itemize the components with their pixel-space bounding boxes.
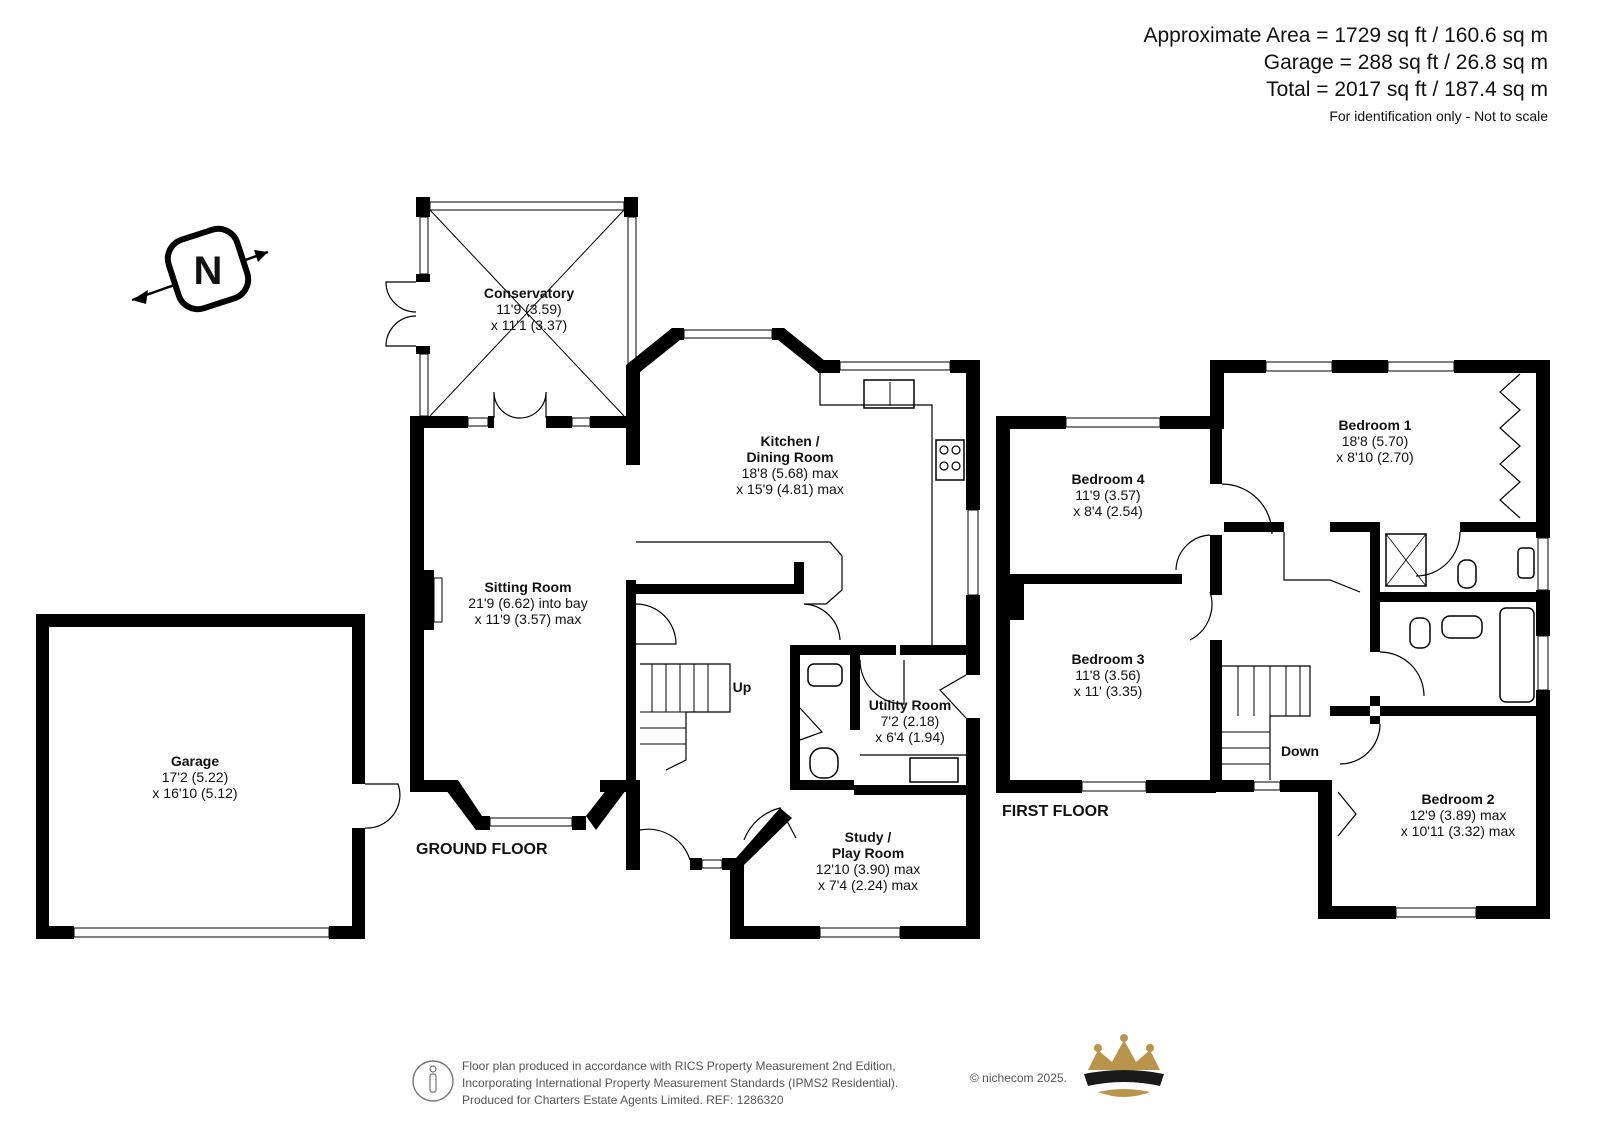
not-to-scale-note: For identification only - Not to scale [1329,108,1548,124]
kitchen-dim2: x 15'9 (4.81) max [736,481,844,497]
footer-line-1: Floor plan produced in accordance with R… [462,1059,896,1073]
conservatory-dim1: 11'9 (3.59) [496,301,561,317]
garage-dim2: x 16'10 (5.12) [152,785,237,801]
bedroom1-dim1: 18'8 (5.70) [1342,433,1409,449]
bedroom4-dim1: 11'9 (3.57) [1075,487,1140,503]
crown-logo-icon [1084,1034,1164,1097]
bedroom3-dim1: 11'8 (3.56) [1075,667,1140,683]
bedroom2-dim1: 12'9 (3.89) max [1410,807,1507,823]
footer-credit: Floor plan produced in accordance with R… [462,1058,898,1109]
garage-name: Garage [171,753,219,769]
study-dim1: 12'10 (3.90) max [816,861,921,877]
person-scale-icon [412,1060,454,1102]
conservatory-dim2: x 11'1 (3.37) [491,317,567,333]
north-compass-icon: N [131,225,269,313]
bedroom3-name: Bedroom 3 [1071,651,1144,667]
first-floor-walls [996,360,1550,919]
garage-walls [36,614,401,939]
first-floor-internal [1010,373,1536,837]
compass-label: N [194,249,223,293]
approximate-area: Approximate Area = 1729 sq ft / 160.6 sq… [1143,24,1549,47]
kitchen-name-2: Dining Room [746,449,833,465]
bedroom4-name: Bedroom 4 [1071,471,1144,487]
study-name-2: Play Room [832,845,904,861]
bedroom4-dim2: x 8'4 (2.54) [1073,503,1143,519]
stairs-down-label: Down [1281,743,1319,759]
sitting-name: Sitting Room [484,579,571,595]
utility-dim2: x 6'4 (1.94) [875,729,945,745]
kitchen-dim1: 18'8 (5.68) max [742,465,839,481]
room-labels: Garage 17'2 (5.22) x 16'10 (5.12) Conser… [152,285,1515,893]
conservatory-name: Conservatory [484,285,574,301]
garage-dim1: 17'2 (5.22) [162,769,229,785]
utility-name: Utility Room [869,697,951,713]
footer-line-2: Incorporating International Property Mea… [462,1076,899,1090]
utility-dim1: 7'2 (2.18) [881,713,940,729]
bedroom1-name: Bedroom 1 [1338,417,1411,433]
sitting-dim2: x 11'9 (3.57) max [475,611,582,627]
study-dim2: x 7'4 (2.24) max [818,877,918,893]
bedroom2-dim2: x 10'11 (3.32) max [1401,823,1515,839]
ground-floor-label: GROUND FLOOR [416,841,548,858]
bedroom2-name: Bedroom 2 [1421,791,1494,807]
study-name-1: Study / [845,829,892,845]
footer-line-3: Produced for Charters Estate Agents Limi… [462,1093,784,1107]
ground-floor-internal [626,373,967,861]
first-floor-label: FIRST FLOOR [1002,803,1109,820]
total-area: Total = 2017 sq ft / 187.4 sq m [1266,78,1548,101]
bedroom3-dim2: x 11' (3.35) [1074,683,1143,699]
stairs-up-label: Up [733,679,752,695]
footer-brand: © nichecom 2025. [970,1071,1067,1085]
conservatory-walls [385,197,638,419]
area-summary: Approximate Area = 1729 sq ft / 160.6 sq… [1144,22,1549,129]
kitchen-name-1: Kitchen / [760,433,819,449]
sitting-dim1: 21'9 (6.62) into bay [468,595,587,611]
garage-area: Garage = 288 sq ft / 26.8 sq m [1263,51,1548,74]
ground-floor-walls [410,328,980,939]
bedroom1-dim2: x 8'10 (2.70) [1336,449,1413,465]
